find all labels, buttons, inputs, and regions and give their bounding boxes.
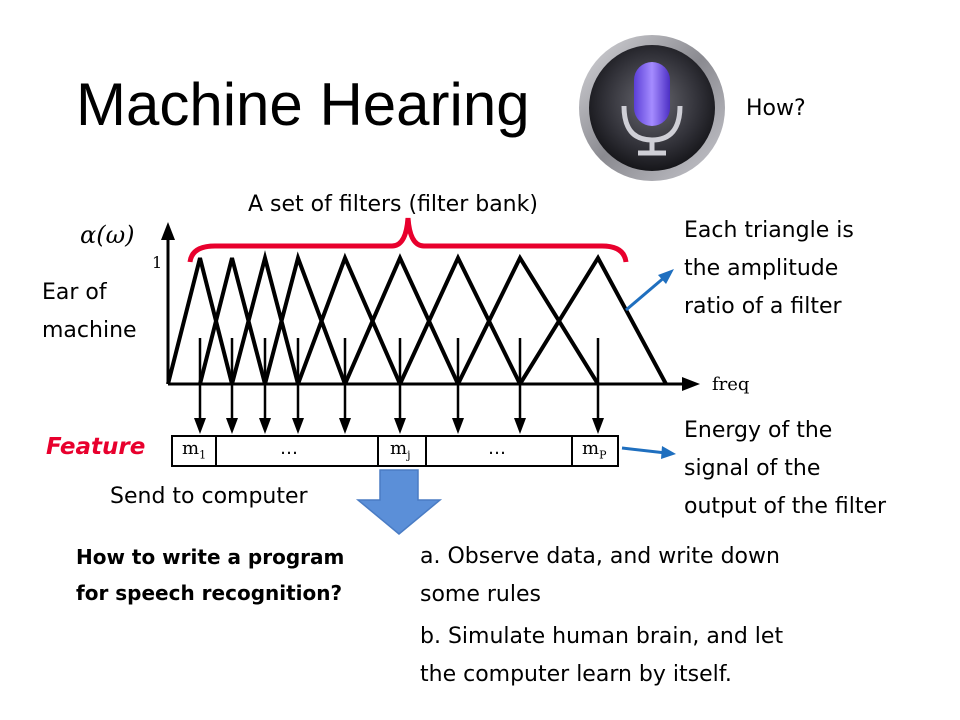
axes: [161, 222, 700, 391]
feature-vector-box: [171, 435, 619, 467]
filter-output-arrow: [259, 338, 271, 434]
alpha-axis-label: α(ω): [80, 221, 135, 249]
filter-triangle: [230, 250, 300, 385]
filter-output-arrow: [339, 338, 351, 434]
answer-a-line2: some rules: [420, 582, 541, 607]
filter-bank-brace: [187, 217, 629, 263]
filter-output-arrow: [452, 338, 464, 434]
freq-axis-label: freq: [712, 374, 750, 395]
ear-label-line1: Ear of: [42, 280, 107, 305]
send-to-computer-label: Send to computer: [110, 484, 308, 509]
siri-microphone-icon: [579, 35, 725, 181]
filter-bank-label: A set of filters (filter bank): [248, 192, 538, 217]
energy-note-line2: signal of the: [684, 456, 821, 481]
filter-triangle: [296, 252, 402, 385]
feature-cell-m1: m1: [182, 438, 207, 462]
feature-cell-dots2: …: [488, 438, 506, 459]
feature-cell-mp: mP: [582, 438, 607, 462]
y-one-label: 1: [152, 253, 163, 272]
energy-note-line1: Energy of the: [684, 418, 833, 443]
filter-output-arrow: [514, 338, 526, 434]
energy-note-line3: output of the filter: [684, 494, 887, 519]
filter-output-arrow: [226, 338, 238, 434]
how-question: How?: [746, 96, 806, 121]
filter-output-arrow: [292, 338, 304, 434]
triangle-note-line1: Each triangle is: [684, 218, 854, 243]
filter-triangle: [456, 253, 600, 386]
filter-triangle: [343, 253, 460, 385]
slide-title: Machine Hearing: [76, 71, 530, 138]
send-down-arrow: [355, 469, 443, 535]
filter-output-arrows: [194, 338, 604, 434]
filter-output-arrow: [592, 338, 604, 434]
feature-cell-mj: mj: [390, 438, 411, 462]
triangle-callout-arrow: [625, 269, 674, 312]
question-line1: How to write a program: [76, 545, 345, 569]
answer-b-line1: b. Simulate human brain, and let: [420, 624, 784, 649]
ear-label-line2: machine: [42, 318, 137, 343]
filter-triangle: [263, 251, 347, 385]
filter-output-arrow: [394, 338, 406, 434]
filter-output-arrow: [194, 338, 206, 434]
feature-label: Feature: [46, 434, 146, 460]
filter-triangle: [398, 253, 522, 385]
question-line2: for speech recognition?: [76, 581, 343, 605]
filter-triangles: [166, 250, 668, 386]
filter-triangle: [198, 257, 267, 385]
triangle-note-line2: the amplitude: [684, 256, 839, 281]
answer-a-line1: a. Observe data, and write down: [420, 544, 780, 569]
energy-callout-arrow: [621, 446, 676, 459]
feature-cell-dots1: …: [280, 438, 298, 459]
triangle-note-line3: ratio of a filter: [684, 294, 842, 319]
filter-triangle: [166, 257, 234, 385]
answer-b-line2: the computer learn by itself.: [420, 662, 732, 687]
filter-triangle: [518, 254, 668, 386]
